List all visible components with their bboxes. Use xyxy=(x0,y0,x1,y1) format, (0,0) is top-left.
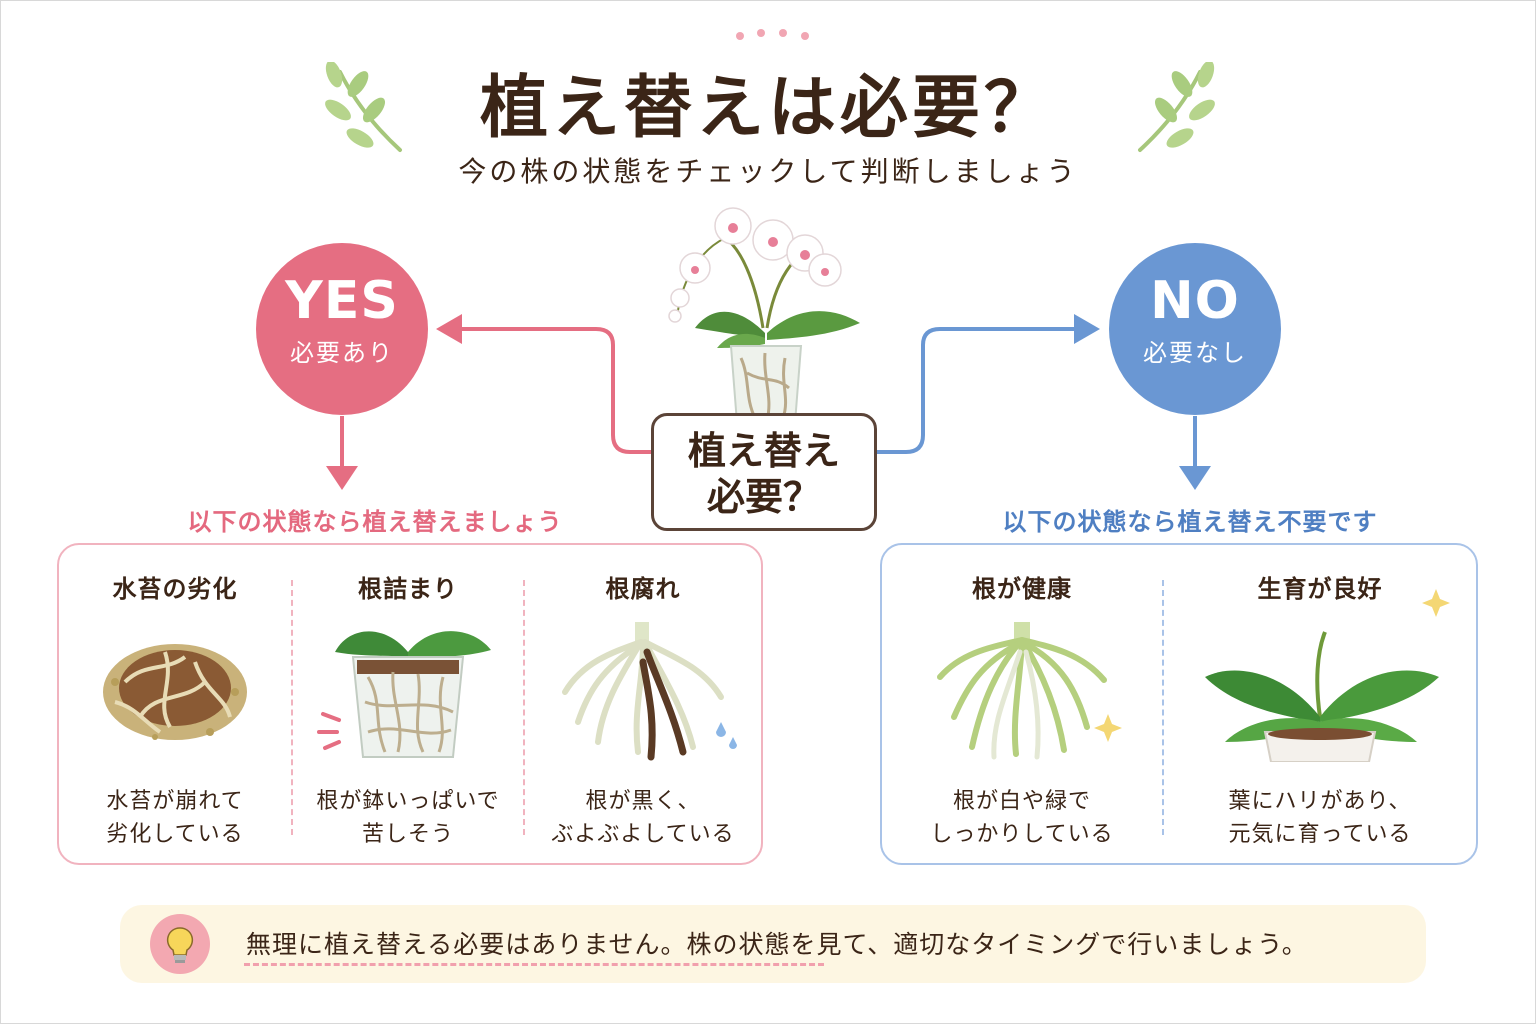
lightbulb-icon xyxy=(150,914,210,974)
yes-caption: 以下の状態なら植え替えましょう xyxy=(140,502,610,537)
item-heading: 根腐れ xyxy=(525,569,761,604)
center-question-box: 植え替え 必要？ xyxy=(651,413,877,531)
item-heading: 水苔の劣化 xyxy=(59,569,291,604)
item-description-line: ぶよぶよしている xyxy=(525,818,761,851)
decorative-dots xyxy=(728,28,818,42)
no-item-healthy-roots: 根が健康 根が白や緑で しっかりしている xyxy=(882,545,1162,865)
yes-item-rootrot: 根腐れ 根が黒く、 ぶよぶよしている xyxy=(525,545,761,865)
no-circle: NO 必要なし xyxy=(1109,243,1281,415)
degraded-moss-icon xyxy=(95,622,255,752)
center-question-line-1: 植え替え xyxy=(654,428,874,474)
item-description-line: 劣化している xyxy=(59,818,291,851)
yes-item-rootbound: 根詰まり 根が鉢いっぱいで 苦しそう xyxy=(293,545,523,865)
item-description-line: 葉にハリがあり、 xyxy=(1164,785,1476,818)
yes-label: YES xyxy=(256,271,428,331)
item-description: 水苔が崩れて 劣化している xyxy=(59,785,291,851)
healthy-plant-icon xyxy=(1195,622,1445,762)
item-description-line: 元気に育っている xyxy=(1164,818,1476,851)
no-label: NO xyxy=(1109,271,1281,331)
center-question-line-2: 必要？ xyxy=(654,474,874,520)
page-title: 植え替えは必要？ xyxy=(0,52,1536,151)
tip-underline xyxy=(244,963,824,966)
no-sublabel: 必要なし xyxy=(1109,333,1281,368)
item-description-line: 苦しそう xyxy=(293,818,523,851)
item-description-line: 根が鉢いっぱいで xyxy=(293,785,523,818)
yes-sublabel: 必要あり xyxy=(256,333,428,368)
rotten-roots-icon xyxy=(543,622,743,762)
orchid-pot-icon xyxy=(655,198,875,428)
yes-circle: YES 必要あり xyxy=(256,243,428,415)
item-description: 根が白や緑で しっかりしている xyxy=(882,785,1162,851)
item-heading: 根詰まり xyxy=(293,569,523,604)
yes-item-moss: 水苔の劣化 水苔が崩れて 劣化している xyxy=(59,545,291,865)
tip-icon-badge xyxy=(150,914,210,974)
healthy-roots-icon xyxy=(912,622,1132,762)
tip-text: 無理に植え替える必要はありません。株の状態を見て、適切なタイミングで行いましょう… xyxy=(246,925,1308,961)
yes-panel: 水苔の劣化 水苔が崩れて 劣化している 根詰まり xyxy=(57,543,763,865)
sparkle-icon xyxy=(1422,589,1450,617)
item-description-line: 根が白や緑で xyxy=(882,785,1162,818)
page-subtitle: 今の株の状態をチェックして判断しましょう xyxy=(0,150,1536,190)
item-description-line: しっかりしている xyxy=(882,818,1162,851)
no-caption: 以下の状態なら植え替え不要です xyxy=(930,502,1450,537)
item-description: 葉にハリがあり、 元気に育っている xyxy=(1164,785,1476,851)
root-bound-pot-icon xyxy=(313,622,503,762)
no-panel: 根が健康 根が白や緑で しっかりしている 生育が良好 xyxy=(880,543,1478,865)
item-heading: 根が健康 xyxy=(882,569,1162,604)
item-description-line: 水苔が崩れて xyxy=(59,785,291,818)
item-description-line: 根が黒く、 xyxy=(525,785,761,818)
item-description: 根が黒く、 ぶよぶよしている xyxy=(525,785,761,851)
item-description: 根が鉢いっぱいで 苦しそう xyxy=(293,785,523,851)
tip-banner: 無理に植え替える必要はありません。株の状態を見て、適切なタイミングで行いましょう… xyxy=(120,905,1426,983)
